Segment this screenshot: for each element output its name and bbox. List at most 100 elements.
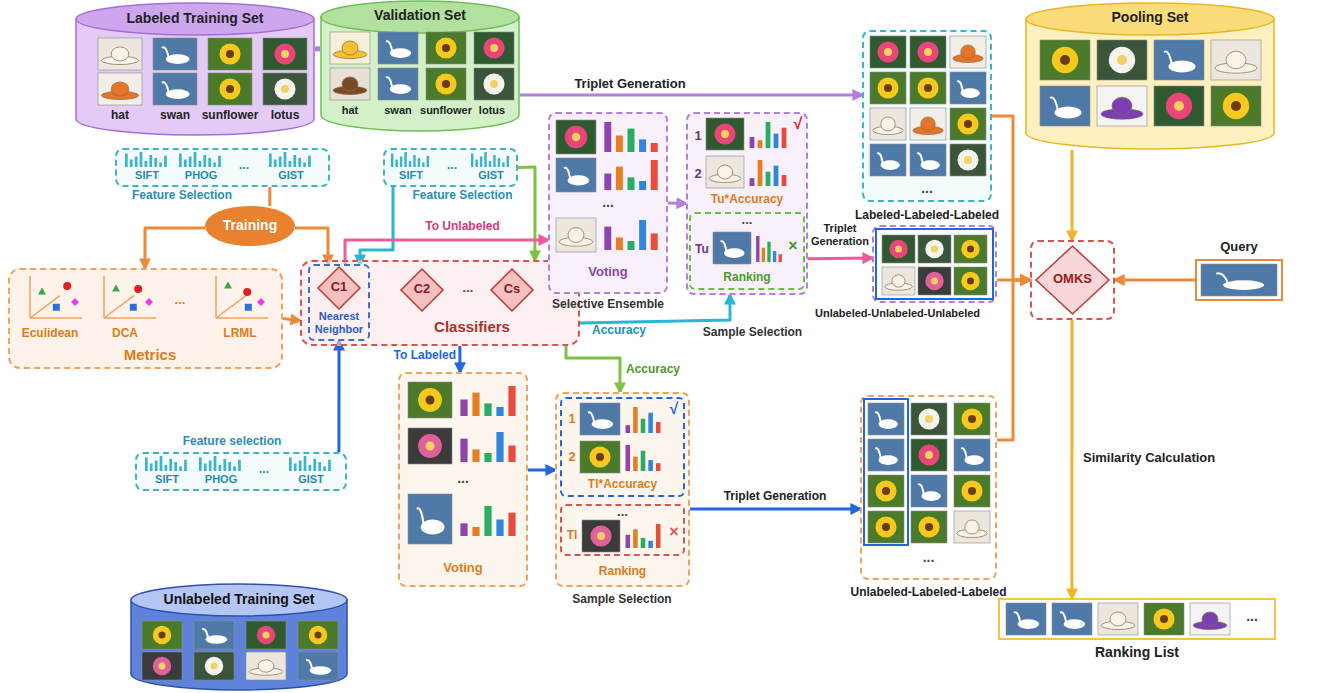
node-text: 2 [565, 449, 579, 465]
histogram-bar [238, 460, 241, 471]
node-text: C1 [317, 279, 361, 295]
edge-label: Accuracy [626, 362, 696, 376]
photo-ground [911, 511, 947, 543]
node-text: ... [437, 158, 467, 172]
feature-histogram [125, 152, 167, 167]
dataset-cylinder: Validation Sethatswansunflowerlotus [320, 0, 520, 132]
photo-ground [378, 68, 418, 100]
hat-crown [1112, 97, 1132, 115]
axis-line [30, 317, 82, 319]
histogram-bar [135, 157, 138, 168]
hat-brim [953, 54, 983, 62]
hat-crown [1110, 612, 1126, 626]
score-bar [758, 140, 763, 148]
photo-thumbnail [98, 73, 142, 105]
swan-body [1055, 106, 1082, 118]
photo-ground [870, 72, 906, 104]
photo-thumbnail [910, 144, 946, 176]
node-text: hat [90, 108, 150, 122]
metric-space-icon [30, 276, 82, 318]
flower-center [924, 48, 932, 56]
histogram-bar [293, 155, 296, 167]
rejected-samples-box: ...Tu×Ranking [689, 212, 805, 290]
sample-dot [63, 282, 71, 290]
flower-petals [219, 78, 240, 99]
flower-center [262, 631, 269, 638]
axis-line [216, 296, 246, 318]
flow-arrow [1070, 320, 1073, 598]
flower-petals [565, 126, 587, 148]
flower-center [964, 156, 972, 164]
node-text: Metrics [90, 346, 210, 364]
photo-ground [950, 108, 986, 140]
photo-ground [298, 621, 338, 649]
node-pictures [582, 520, 660, 552]
flow-arrow [808, 256, 872, 260]
histogram-bar [213, 163, 216, 168]
feature-box: SIFT...GISTFeature Selection [383, 148, 518, 187]
sample-dot [134, 285, 142, 293]
score-bars [604, 220, 657, 250]
swan-body [1223, 280, 1264, 290]
photo-ground [870, 108, 906, 140]
swan-neck [1216, 273, 1228, 284]
node-text: Training [205, 217, 295, 234]
photo-ground [556, 120, 596, 154]
photo-ground [153, 73, 197, 105]
score-bar [641, 419, 646, 433]
flower-petals [889, 240, 907, 258]
photo-thumbnail [1040, 40, 1090, 80]
score-bar [626, 445, 631, 471]
hat-crown [342, 77, 358, 91]
swan-body [166, 54, 190, 64]
nearest-neighbor-box: C1Nearest Neighbor [308, 264, 370, 341]
swan-body [592, 419, 614, 429]
photo-ground [911, 439, 947, 471]
score-bar [779, 254, 782, 262]
photo-thumbnail [950, 36, 986, 68]
histogram-bar [323, 467, 326, 472]
node-text: sunflower [418, 104, 474, 117]
photo-thumbnail [142, 621, 182, 649]
flower-petals [961, 240, 979, 258]
swan-neck [386, 77, 392, 88]
score-bar [633, 457, 638, 471]
flower-petals [274, 78, 295, 99]
photo-ground [98, 73, 142, 105]
histogram-bar [160, 456, 163, 471]
score-bars [604, 122, 657, 152]
swan-body [880, 160, 899, 170]
flower-center [314, 631, 321, 638]
photo-ground [1040, 86, 1090, 126]
histogram-bar [223, 459, 226, 471]
swan-neck [961, 448, 967, 459]
photo-ground [1006, 603, 1046, 635]
flower-center [210, 662, 217, 669]
node-text: GIST [467, 169, 515, 182]
photo-ground [910, 144, 946, 176]
photo-thumbnail [954, 235, 987, 263]
flower-petals [219, 43, 240, 64]
flower-center [1060, 55, 1070, 65]
ranking-list-strip: ...Ranking List [998, 598, 1276, 640]
photo-thumbnail [1097, 40, 1147, 80]
photo-ground [911, 403, 947, 435]
histogram-bar [427, 156, 429, 167]
photo-ground [950, 144, 986, 176]
histogram-bar [164, 156, 167, 167]
node-text: lotus [464, 104, 520, 117]
photo-thumbnail [142, 652, 182, 680]
photo-thumbnail [870, 144, 906, 176]
photo-thumbnail [911, 403, 947, 435]
photo-thumbnail [208, 73, 252, 105]
flower-center [967, 277, 974, 284]
sample-square [130, 304, 137, 311]
histogram-bar [507, 156, 509, 167]
score-bar [648, 460, 653, 471]
score-bars [626, 407, 661, 433]
photo-ground [194, 621, 234, 649]
histogram-bar [214, 456, 217, 471]
flower-center [442, 44, 450, 52]
diamond-shape [318, 267, 360, 309]
hat-crown [881, 117, 895, 131]
